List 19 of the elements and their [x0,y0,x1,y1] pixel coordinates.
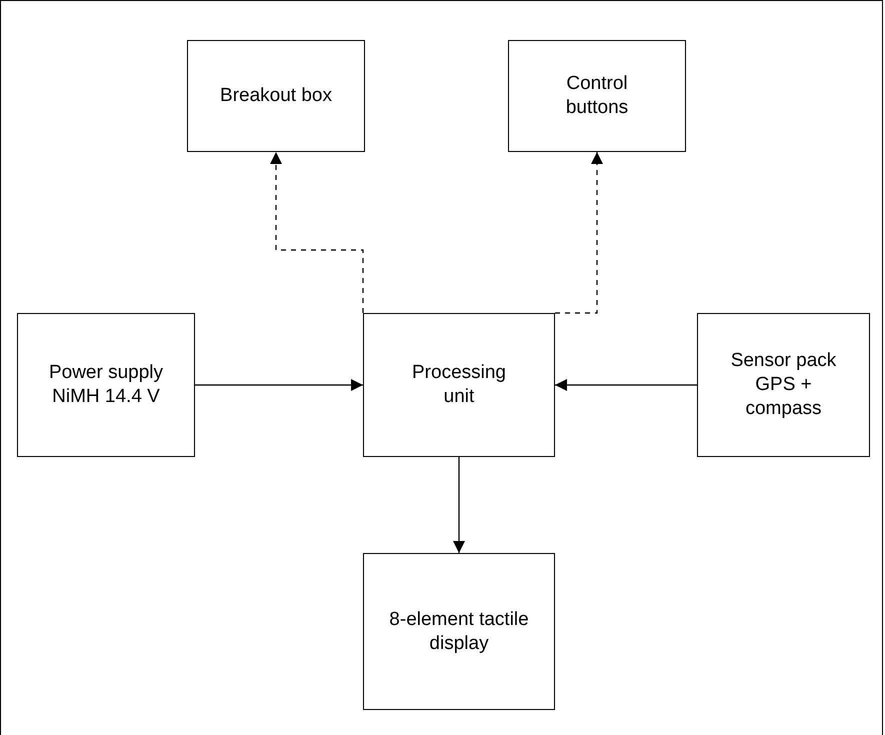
process-box [508,40,686,152]
arrow [555,379,697,391]
process-box [363,313,555,457]
box-label: Sensor pack [730,349,836,373]
box-label: Control buttons [564,72,630,120]
arrow [195,379,363,391]
arrow [453,457,465,553]
box-label: Power supply [48,361,164,385]
process-box [187,40,365,152]
process-box [697,313,870,457]
box-label: Breakout box [220,84,332,108]
process-box [363,553,555,710]
box-label: Processing unit [411,361,507,409]
arrow [555,152,603,314]
box-label: 8-element tactile display [388,608,530,656]
arrow [270,152,364,313]
box-label: NiMH 14.4 V [52,385,160,409]
box-label: GPS + compass [744,373,823,421]
process-box [17,313,195,457]
